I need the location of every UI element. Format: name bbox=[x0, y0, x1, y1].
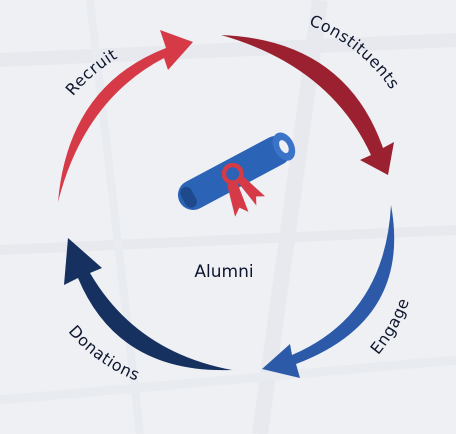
engage-arrow bbox=[262, 205, 395, 378]
constituents-arrow bbox=[221, 35, 394, 175]
donations-arrow bbox=[64, 238, 232, 371]
recruit-arrow bbox=[58, 30, 193, 202]
center-label: Alumni bbox=[194, 262, 253, 282]
diploma-scroll-icon bbox=[177, 132, 296, 217]
